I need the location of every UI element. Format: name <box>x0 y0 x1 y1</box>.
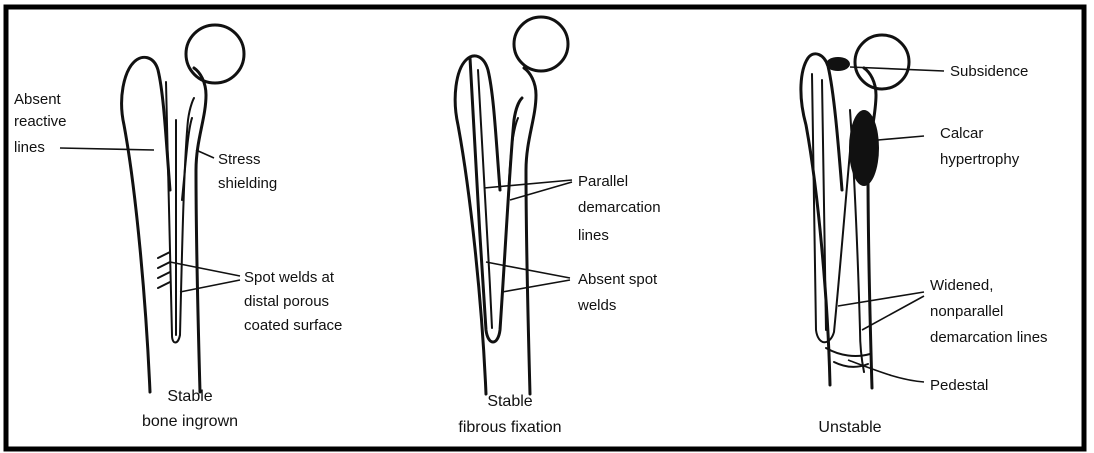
label-parallel-line3: lines <box>578 227 609 244</box>
label-stress-line1: Stress <box>218 151 261 168</box>
calcar-hypertrophy-mark <box>849 110 879 186</box>
label-absent-line3: lines <box>14 139 45 156</box>
subsidence-mark <box>826 57 850 71</box>
figure-frame <box>6 7 1084 449</box>
label-stress-line2: shielding <box>218 175 277 192</box>
label-spot-line1: Spot welds at <box>244 269 335 286</box>
label-absent-spot-line2: welds <box>577 297 616 314</box>
label-calcar-line2: hypertrophy <box>940 151 1020 168</box>
caption-line1: Stable <box>167 388 212 405</box>
label-parallel-line1: Parallel <box>578 173 628 190</box>
label-absent-line1: Absent <box>14 91 62 108</box>
caption-line1: Unstable <box>818 419 881 436</box>
label-spot-line3: coated surface <box>244 317 342 334</box>
label-subsidence: Subsidence <box>950 63 1028 80</box>
caption-line2: fibrous fixation <box>458 419 561 436</box>
label-calcar-line1: Calcar <box>940 125 983 142</box>
label-pedestal: Pedestal <box>930 377 988 394</box>
label-parallel-line2: demarcation <box>578 199 661 216</box>
caption-line1: Stable <box>487 393 532 410</box>
label-widened-line3: demarcation lines <box>930 329 1048 346</box>
label-widened-line1: Widened, <box>930 277 993 294</box>
label-widened-line2: nonparallel <box>930 303 1003 320</box>
caption-line2: bone ingrown <box>142 413 238 430</box>
label-absent-line2: reactive <box>14 113 67 130</box>
label-spot-line2: distal porous <box>244 293 329 310</box>
label-absent-spot-line1: Absent spot <box>578 271 658 288</box>
